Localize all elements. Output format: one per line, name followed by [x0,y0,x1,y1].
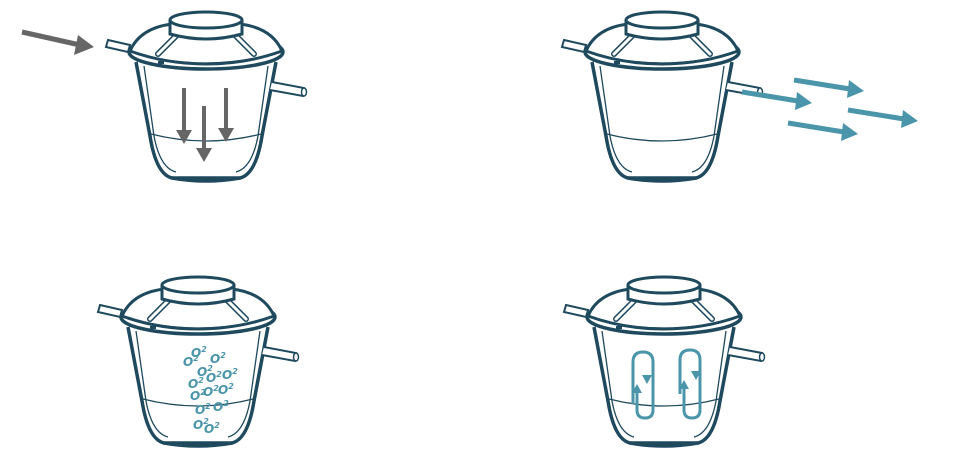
septic-tank [564,277,765,446]
stage-inflow [21,12,307,181]
circulation-loop-icon [631,348,702,420]
stage-outflow [562,12,918,181]
septic-tank [562,12,763,181]
inflow-arrow-icon [21,29,94,55]
down-arrows-icon [176,88,234,162]
stage-aeration: O2 O2 O2 O2 O2 O2 O2 O2 O2 O2 O2 O2 O2 O… [98,277,299,446]
stage-circulation [564,277,765,446]
outflow-arrows-icon [741,77,918,141]
